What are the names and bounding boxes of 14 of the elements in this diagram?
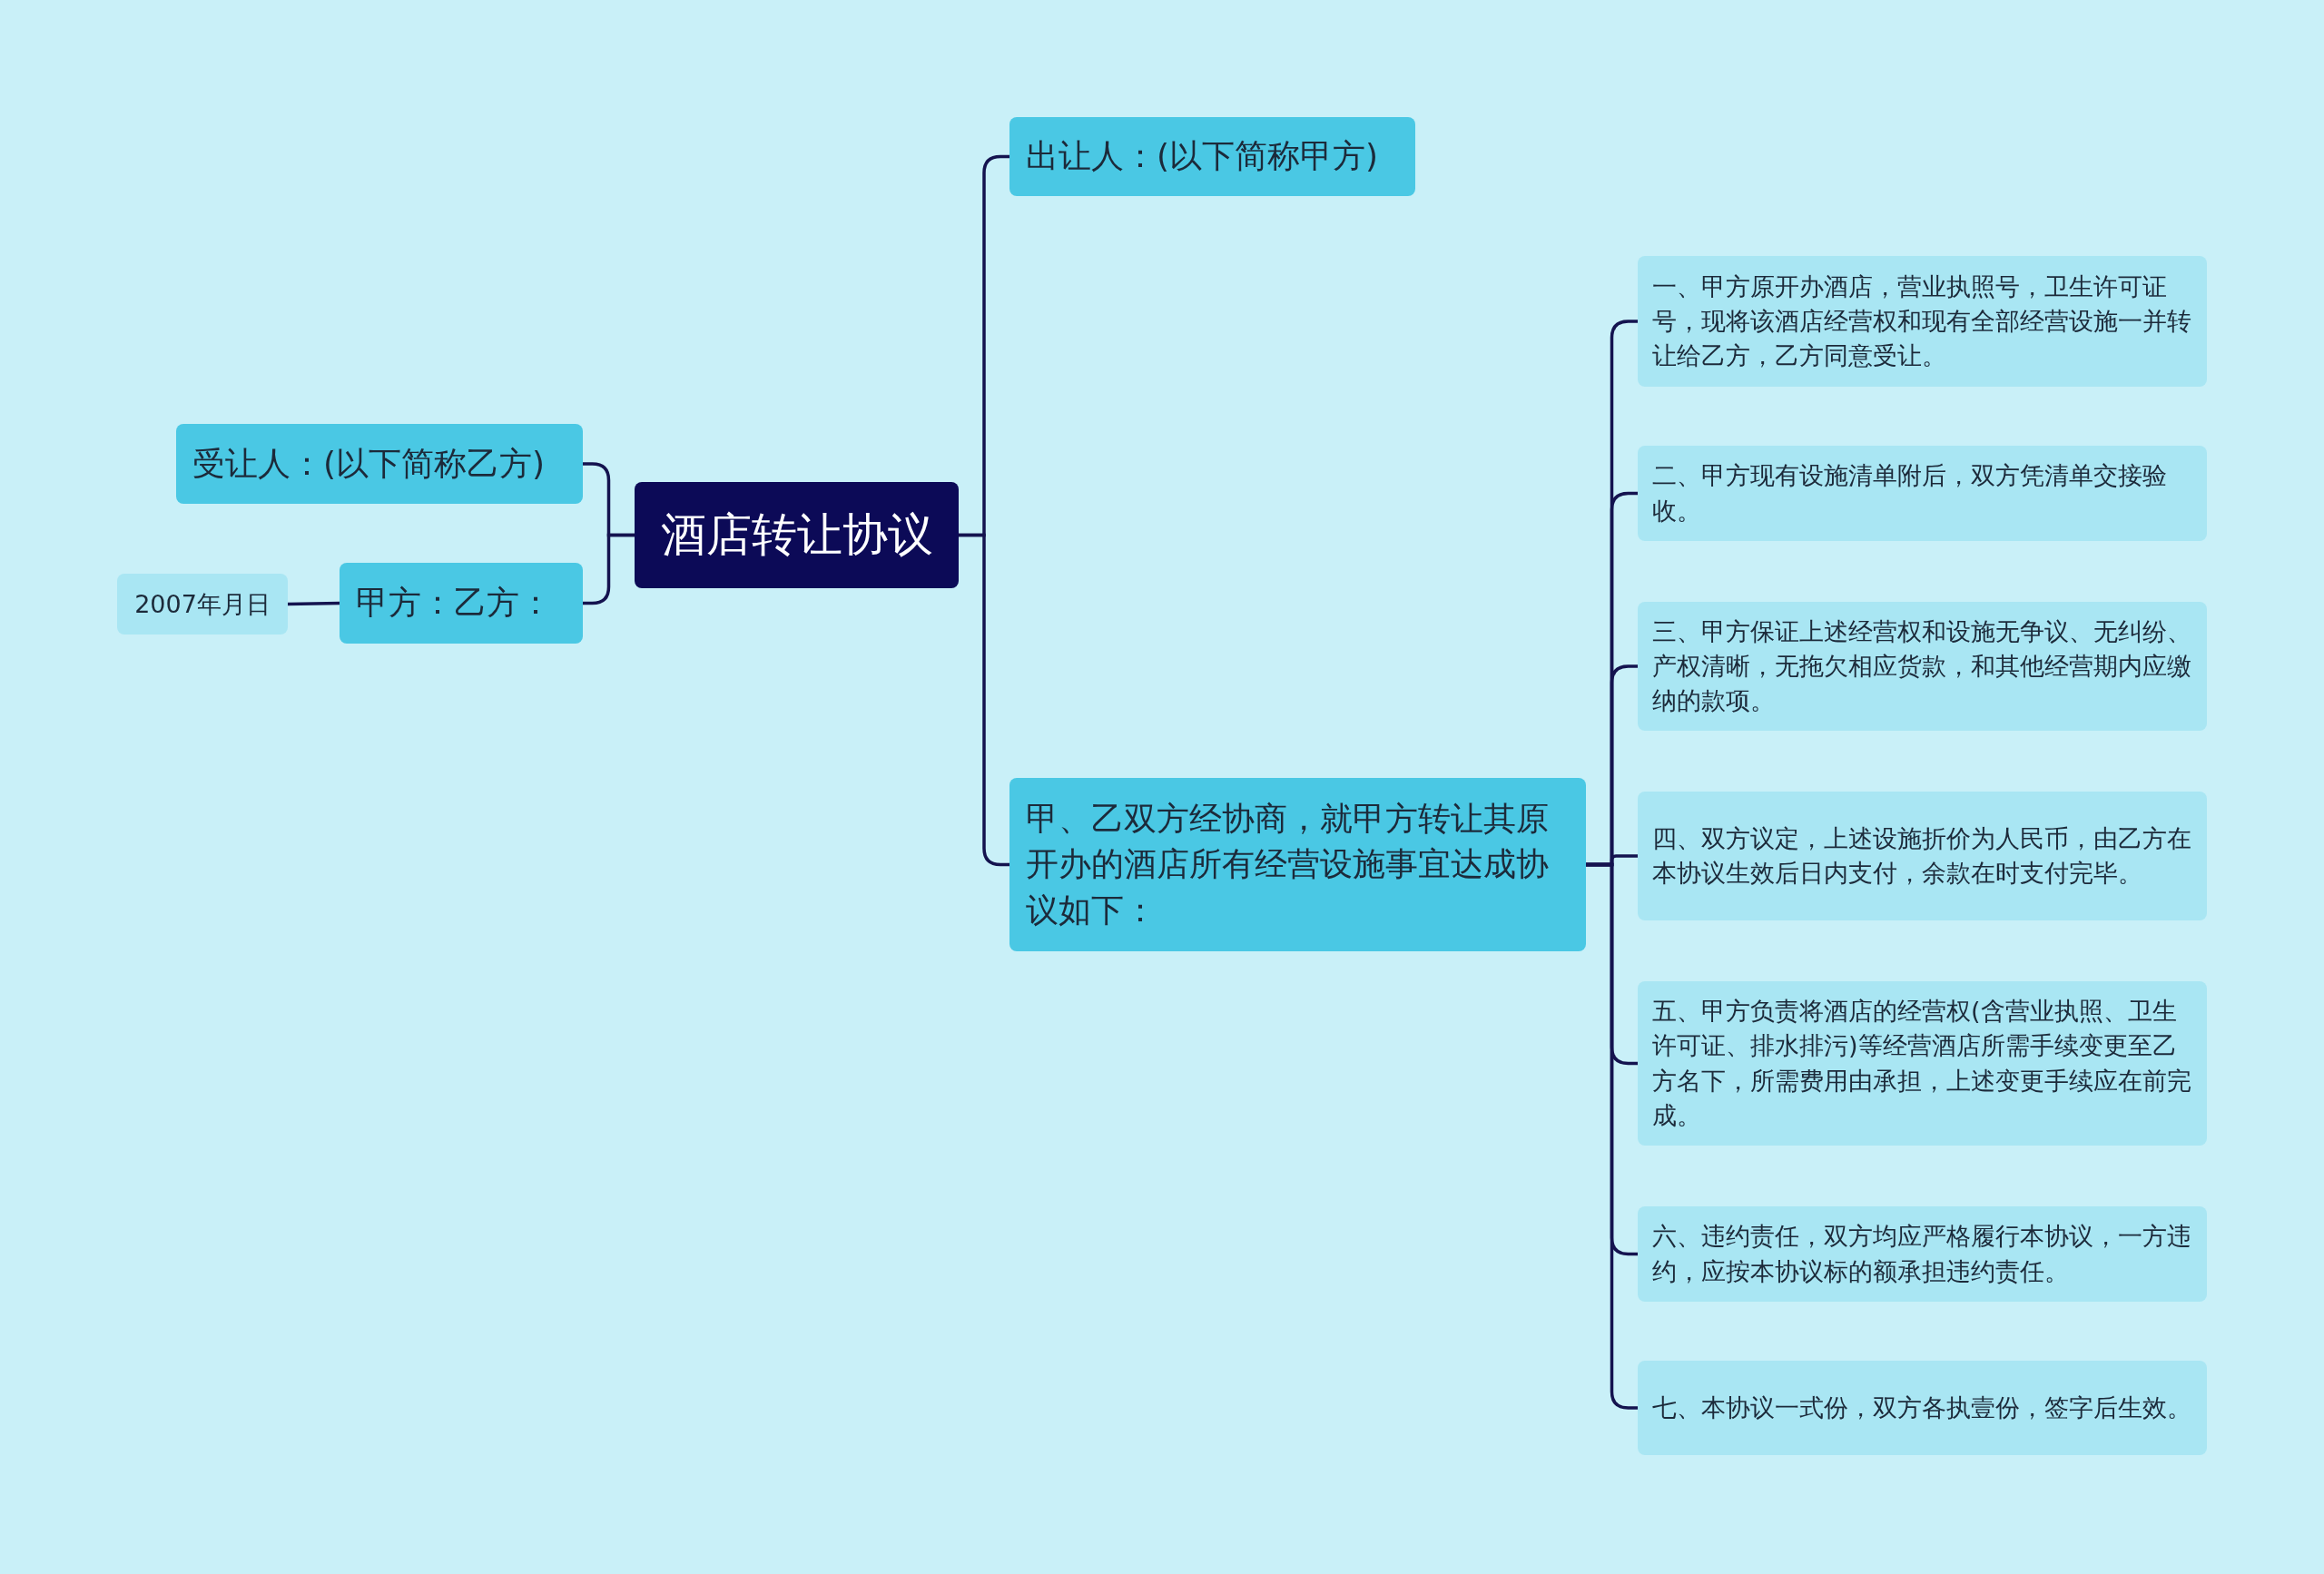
topic-box: 受让人：(以下简称乙方): [176, 424, 583, 504]
central-topic: 酒店转让协议: [635, 482, 959, 588]
connector-line: [287, 601, 340, 606]
topic-box: 出让人：(以下简称甲方): [1009, 117, 1415, 196]
subtopic-box: 四、双方议定，上述设施折价为人民币，由乙方在本协议生效后日内支付，余款在时支付完毕。: [1638, 792, 2207, 920]
subtopic-box: 2007年月日: [117, 574, 288, 635]
topic-box: 甲、乙双方经协商，就甲方转让其原开办的酒店所有经营设施事宜达成协议如下：: [1009, 778, 1586, 951]
subtopic-box: 七、本协议一式份，双方各执壹份，签字后生效。: [1638, 1361, 2207, 1455]
subtopic-box: 五、甲方负责将酒店的经营权(含营业执照、卫生许可证、排水排污)等经营酒店所需手续变更至乙方名下，所需费用由承担，上述变更手续应在前完成。: [1638, 981, 2207, 1146]
subtopic-box: 六、违约责任，双方均应严格履行本协议，一方违约，应按本协议标的额承担违约责任。: [1638, 1206, 2207, 1302]
subtopic-box: 三、甲方保证上述经营权和设施无争议、无纠纷、产权清晰，无拖欠相应货款，和其他经营期内应缴纳的款项。: [1638, 602, 2207, 731]
topic-box: 甲方：乙方：: [340, 563, 583, 644]
subtopic-box: 一、甲方原开办酒店，营业执照号，卫生许可证号，现将该酒店经营权和现有全部经营设施一并转让给乙方，乙方同意受让。: [1638, 256, 2207, 387]
subtopic-box: 二、甲方现有设施清单附后，双方凭清单交接验收。: [1638, 446, 2207, 541]
